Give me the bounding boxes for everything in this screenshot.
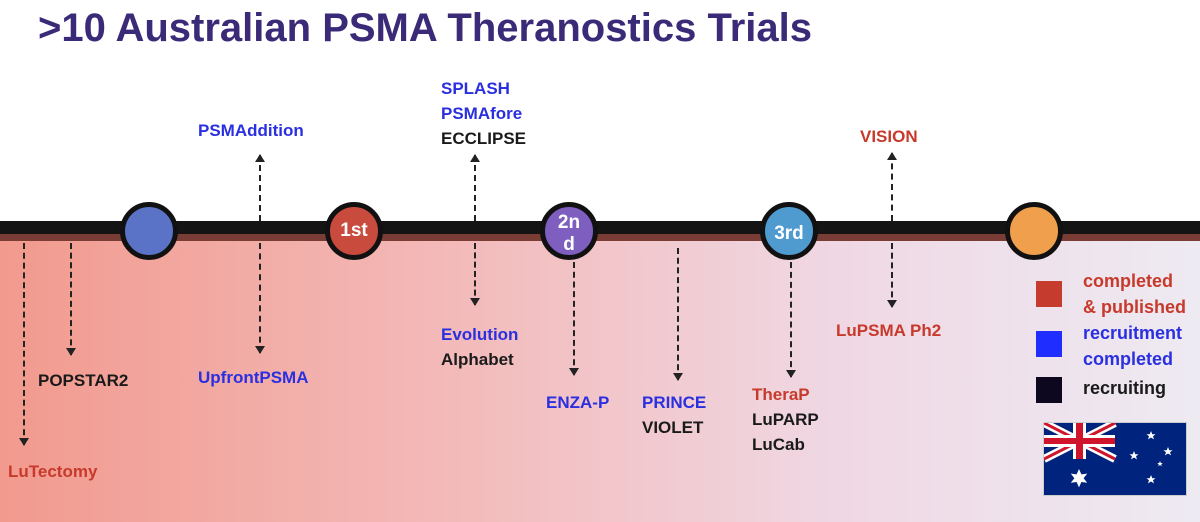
node-label-3rd: 3rd [774, 223, 804, 244]
legend-recruitment-line1: recruitment [1083, 323, 1183, 343]
legend-recruitment-line2: completed [1083, 349, 1174, 369]
label-group-prince: PRINCE VIOLET [642, 390, 706, 440]
label-prince: PRINCE [642, 393, 707, 412]
legend-swatch-completed [1036, 281, 1062, 307]
node-label-2nd-b: d [563, 234, 575, 255]
label-popstar2: POPSTAR2 [38, 371, 129, 390]
timeline-node-5 [1005, 202, 1063, 260]
legend-completed-line1: completed [1083, 271, 1174, 291]
legend-label-recruitment-completed: recruitment completed [1083, 320, 1182, 372]
label-psmafore: PSMAfore [441, 104, 523, 123]
label-evolution: Evolution [441, 325, 519, 344]
legend-label-completed: completed & published [1083, 268, 1186, 320]
label-lucab: LuCab [752, 435, 805, 454]
legend-label-recruiting: recruiting [1083, 378, 1167, 398]
label-lutectomy: LuTectomy [8, 462, 98, 481]
label-group-splash: SPLASH PSMAfore ECCLIPSE [441, 76, 526, 151]
label-therap: TheraP [752, 385, 810, 404]
timeline-node-1 [120, 202, 178, 260]
label-vision: VISION [860, 127, 918, 146]
label-lupsma: LuPSMA Ph2 [836, 321, 942, 340]
label-alphabet: Alphabet [441, 350, 514, 369]
label-psmaddition: PSMAddition [198, 121, 304, 140]
timeline-node-1st: 1st [325, 202, 383, 260]
label-group-therap: TheraP LuPARP LuCab [752, 382, 819, 457]
timeline-node-2nd: 2n d [540, 202, 598, 260]
australian-flag-icon [1043, 422, 1187, 496]
label-group-evolution: Evolution Alphabet [441, 322, 518, 372]
label-splash: SPLASH [441, 79, 510, 98]
legend-swatch-recruitment-completed [1036, 331, 1062, 357]
label-upfrontpsma: UpfrontPSMA [198, 368, 309, 387]
node-label-2nd-a: 2n [557, 212, 581, 233]
legend-completed-line2: & published [1083, 297, 1186, 317]
slide-title: >10 Australian PSMA Theranostics Trials [38, 6, 812, 50]
legend-swatch-recruiting [1036, 377, 1062, 403]
label-enzap: ENZA-P [546, 393, 610, 412]
label-ecclipse: ECCLIPSE [441, 129, 527, 148]
label-violet: VIOLET [642, 418, 704, 437]
timeline-bar [0, 221, 1200, 241]
node-label-1st: 1st [340, 220, 368, 241]
label-luparp: LuPARP [752, 410, 819, 429]
timeline-node-3rd: 3rd [760, 202, 818, 260]
